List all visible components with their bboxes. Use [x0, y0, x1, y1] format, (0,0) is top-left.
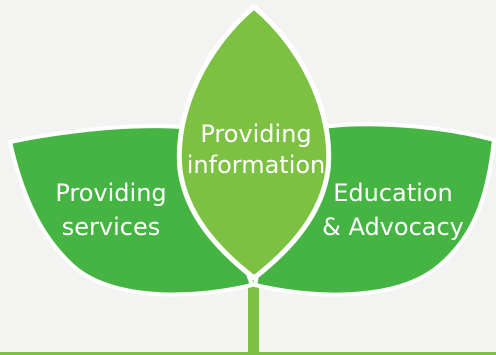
center-leaf — [176, 4, 332, 281]
left-leaf-line2: services — [62, 213, 160, 241]
right-leaf-line1: Education — [333, 179, 452, 207]
right-leaf-line2: & Advocacy — [322, 213, 464, 241]
ground-line — [0, 352, 496, 355]
center-leaf-line1: Providing — [200, 120, 311, 148]
left-leaf-line1: Providing — [55, 179, 166, 207]
stem — [248, 268, 259, 355]
center-leaf-line2: information — [187, 151, 326, 179]
